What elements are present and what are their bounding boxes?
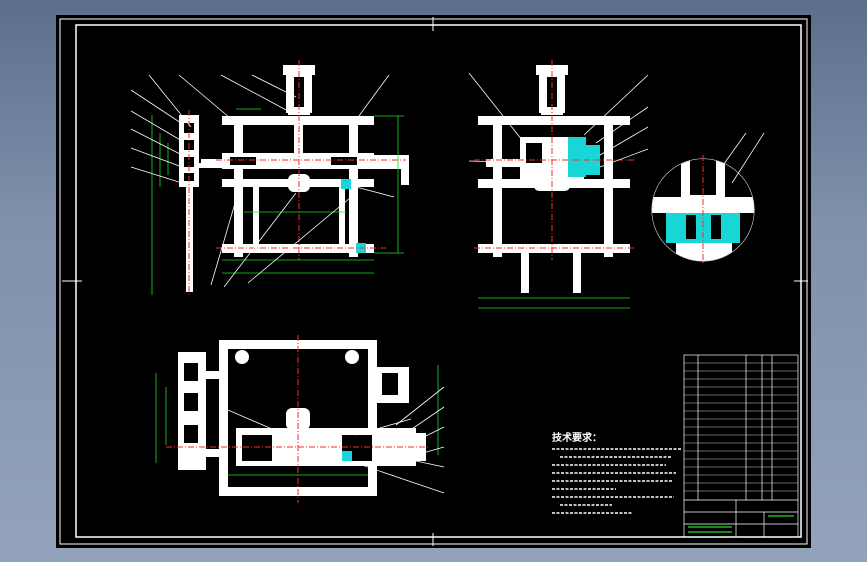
top-view-leaders bbox=[220, 386, 445, 494]
assembly-drawing: 技术要求： bbox=[59, 17, 808, 546]
parts-list bbox=[683, 354, 799, 538]
side-section-hatch bbox=[568, 137, 600, 177]
front-centerlines bbox=[188, 60, 406, 295]
top-view-hatch bbox=[342, 451, 352, 461]
outer-frame bbox=[59, 18, 808, 545]
top-view-dimensions bbox=[155, 365, 439, 476]
side-leaders bbox=[468, 72, 649, 168]
cad-viewport[interactable]: 技术要求： bbox=[56, 15, 811, 548]
side-centerlines bbox=[474, 60, 636, 260]
section-detail bbox=[651, 132, 765, 265]
side-view bbox=[478, 65, 630, 293]
parts-list-table bbox=[683, 354, 799, 538]
front-top-plate bbox=[222, 116, 374, 125]
front-dimensions bbox=[151, 108, 404, 295]
drawing-frame bbox=[59, 17, 808, 546]
side-top-plate bbox=[478, 116, 630, 125]
title-block-accent bbox=[688, 515, 794, 533]
technical-notes: 技术要求： bbox=[552, 431, 682, 514]
technical-notes-title: 技术要求： bbox=[552, 431, 602, 444]
front-view bbox=[179, 65, 409, 292]
front-leaders bbox=[130, 74, 395, 288]
top-view bbox=[178, 340, 426, 496]
side-dimensions bbox=[478, 297, 630, 309]
